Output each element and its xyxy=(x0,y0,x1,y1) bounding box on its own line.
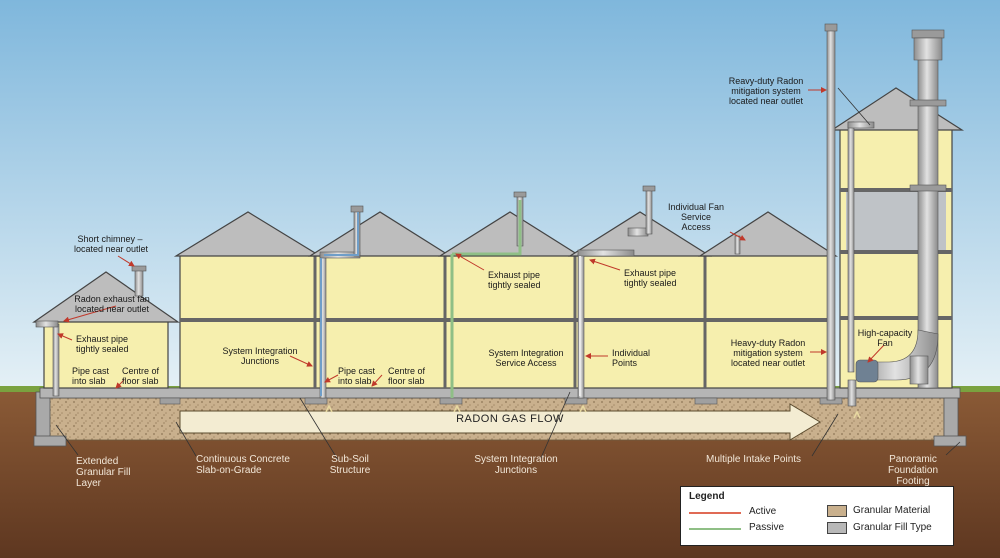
legend-granular-fill-type: Granular Fill Type xyxy=(853,522,932,533)
legend-granular-material-swatch xyxy=(827,505,847,517)
leader-lines xyxy=(55,87,961,461)
label-radon-gas-flow: RADON GAS FLOW xyxy=(456,413,564,425)
legend-active-line xyxy=(689,512,741,514)
radon-flow-arrow xyxy=(179,403,821,441)
pointer-lines xyxy=(57,87,885,389)
legend-passive: Passive xyxy=(749,522,785,533)
footing-right-base xyxy=(933,435,967,447)
legend-granular-fill-swatch xyxy=(827,522,847,534)
pipe-overlays xyxy=(320,200,581,398)
slab-thickenings xyxy=(159,397,843,405)
legend: Legend Active Passive Granular Material … xyxy=(680,486,954,546)
intake-chevrons xyxy=(325,404,861,419)
small-house xyxy=(32,265,180,389)
label-multiple-intake: Multiple Intake Points xyxy=(706,454,802,465)
concrete-slab xyxy=(39,387,961,399)
legend-title: Legend xyxy=(689,491,725,502)
legend-passive-line xyxy=(689,528,741,530)
label-short-chimney: Short chimney –located near outlet xyxy=(74,234,149,254)
legend-active: Active xyxy=(749,506,777,517)
footing-left-base xyxy=(33,435,67,447)
legend-granular-material: Granular Material xyxy=(853,505,931,516)
